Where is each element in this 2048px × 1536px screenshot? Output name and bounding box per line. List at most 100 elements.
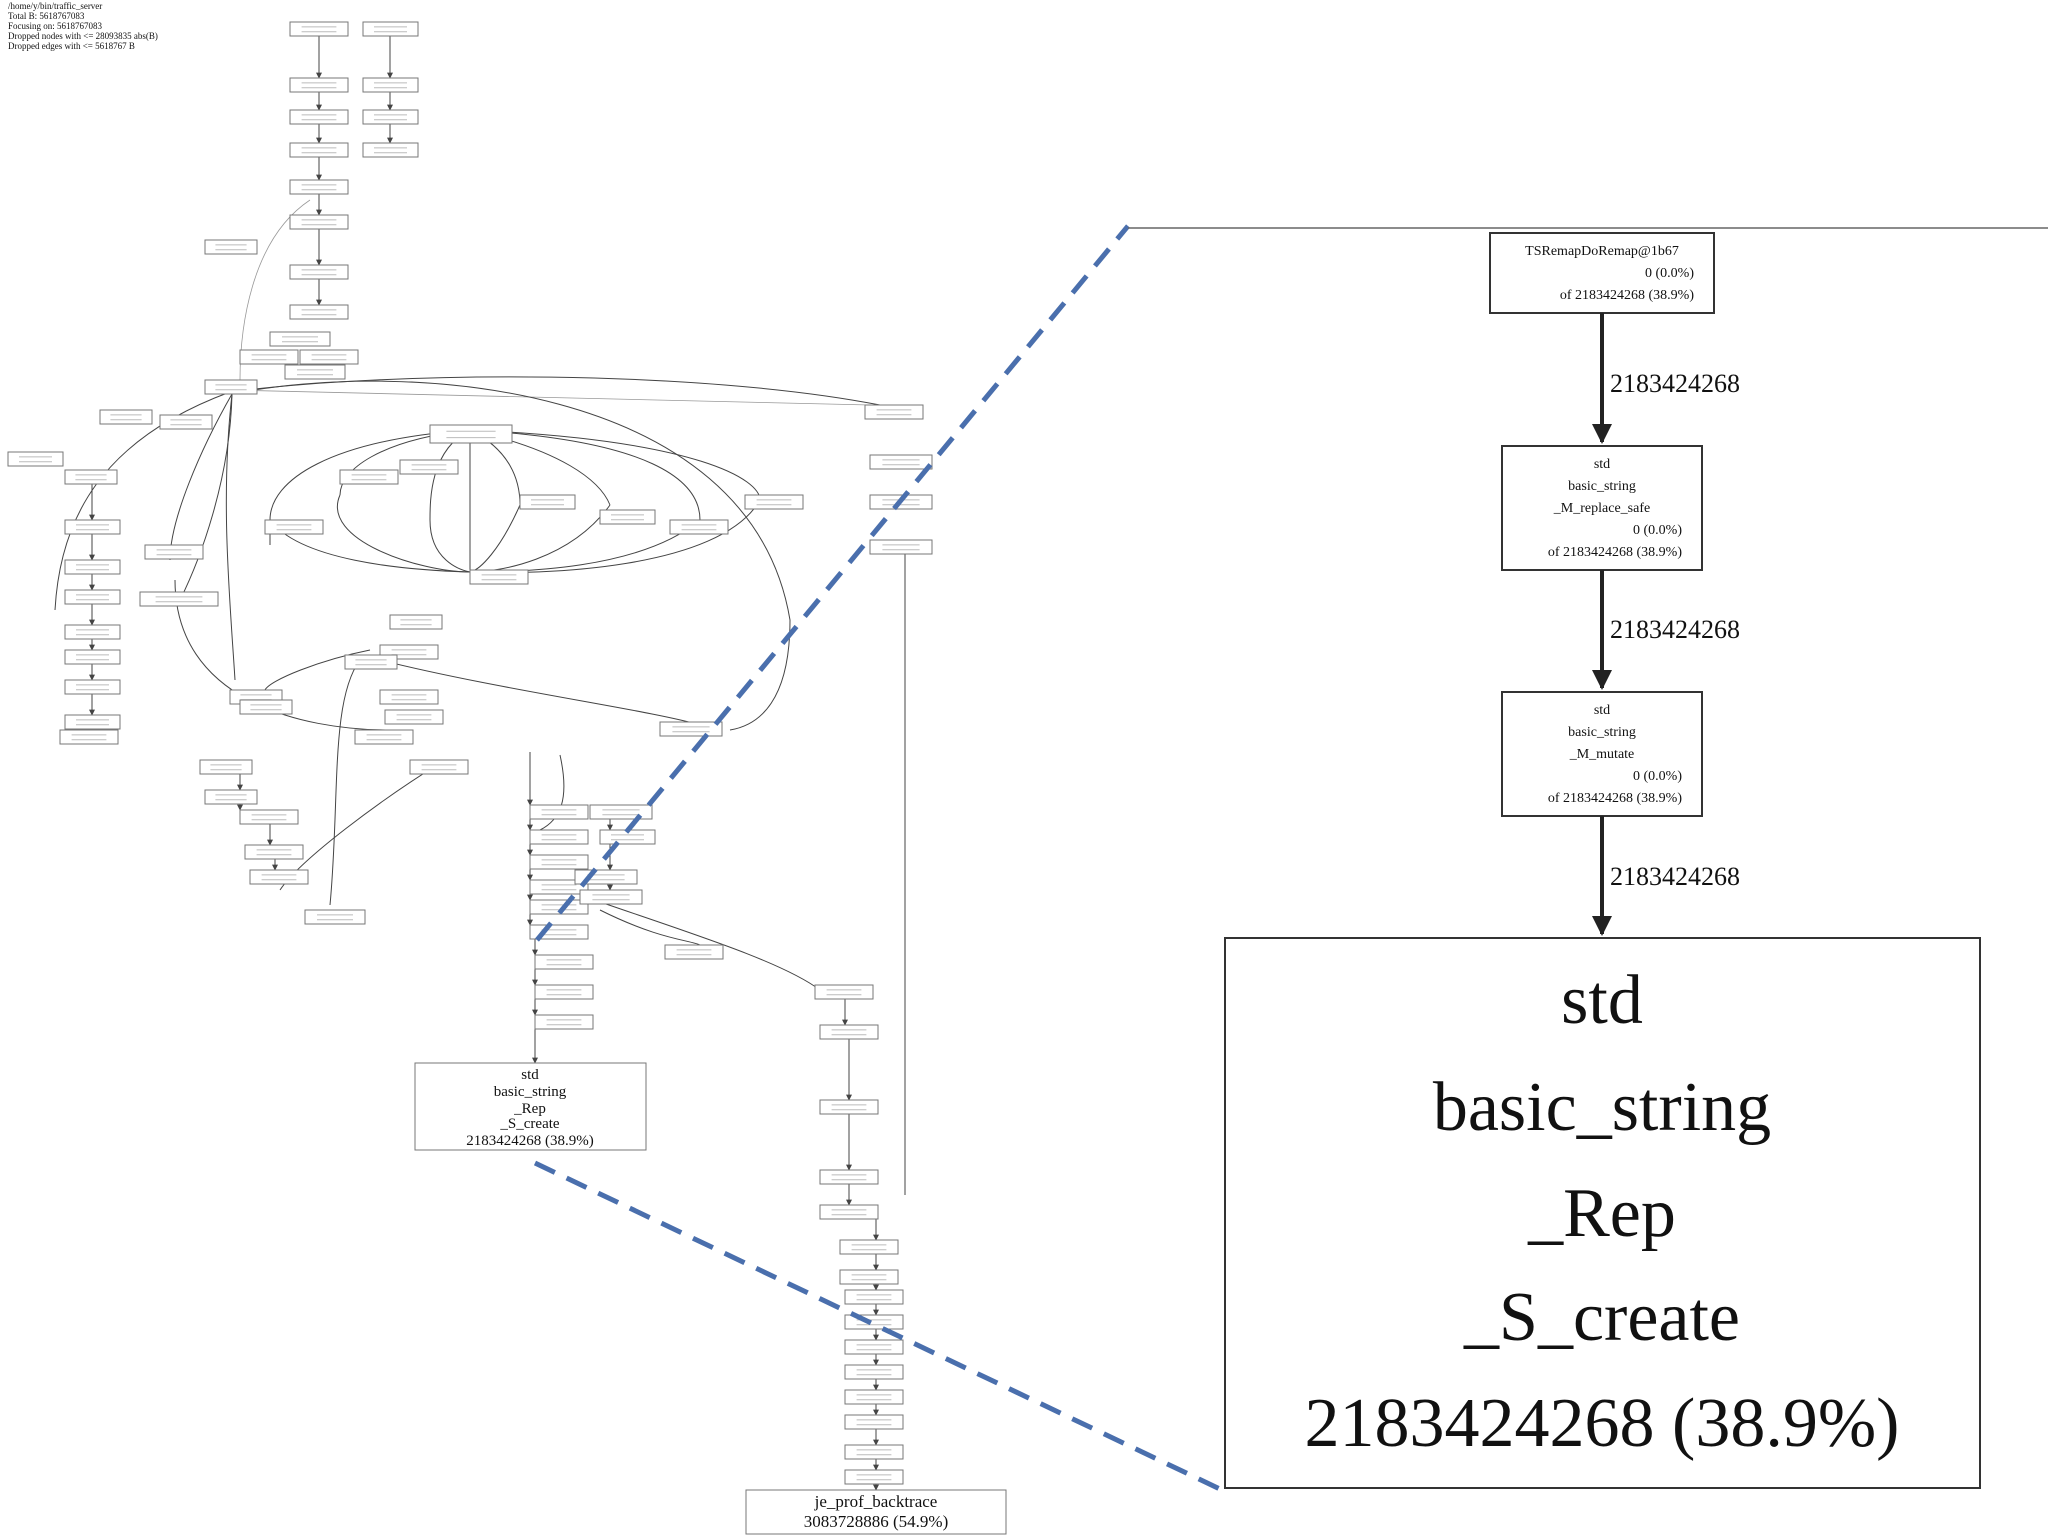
overview-mini-node [362,21,419,37]
overview-mini-node [379,689,439,705]
overview-mini-node [529,804,589,820]
overview-mini-node [529,899,589,915]
zoom-node-line: basic_string [1568,479,1636,494]
overview-mini-node [844,1469,904,1485]
overview-mini-node [239,809,299,825]
zoom-callout-lower [533,1160,1224,1493]
overview-mini-node [429,424,513,444]
overview-mini-node [844,1364,904,1380]
overview-mini-node [64,589,121,605]
overview-mini-node [64,624,121,640]
zoom-edge-label: 2183424268 [1610,369,1740,398]
zoom-big-line: _S_create [1463,1279,1740,1356]
overview-mini-node [269,331,331,347]
overview-mini-node [844,1289,904,1305]
overview-mini-node [819,1169,879,1185]
overview-focus-line: std [521,1067,539,1083]
zoom-edge-label: 2183424268 [1610,862,1740,891]
zoom-node-line: _M_replace_safe [1553,501,1650,516]
overview-mini-node [284,364,346,380]
overview-mini-node [304,909,366,925]
overview-mini-node [534,984,594,1000]
header-line: /home/y/bin/traffic_server [8,1,102,11]
overview-mini-node [844,1339,904,1355]
overview-mini-node [64,469,118,485]
overview-mini-node [864,404,924,420]
overview-root-line: 3083728886 (54.9%) [804,1512,948,1531]
overview-root-node[interactable] [745,1489,1007,1535]
overview-mini-node [839,1269,899,1285]
overview-focus-line: _Rep [513,1101,546,1117]
overview-mini-node [244,844,304,860]
overview-mini-node [289,21,349,37]
zoom-node-line: _M_mutate [1569,747,1635,762]
overview-mini-node [289,77,349,93]
overview-mini-node [529,879,589,895]
overview-mini-node [599,509,656,525]
overview-mini-node [814,984,874,1000]
overview-mini-node [354,729,414,745]
overview-mini-node [839,1239,899,1255]
zoom-node-line: 0 (0.0%) [1633,523,1682,538]
overview-mini-node [64,649,121,665]
overview-focus-node[interactable] [414,1062,647,1151]
overview-mini-node [299,349,359,365]
overview-mini-node [204,239,258,255]
overview-mini-node [664,944,724,960]
header-line: Focusing on: 5618767083 [8,21,103,31]
overview-mini-node [249,869,309,885]
overview-mini-node [534,954,594,970]
overview-mini-node [659,721,723,737]
overview-mini-node [289,264,349,280]
overview-mini-node [339,469,399,485]
overview-mini-node [589,804,653,820]
overview-mini-node [64,519,121,535]
overview-focus-line: _S_create [499,1116,559,1132]
overview-mini-node [529,854,589,870]
overview-mini-node [529,829,589,845]
overview-mini-node [669,519,729,535]
overview-mini-node [362,142,419,158]
zoom-node-line: of 2183424268 (38.9%) [1548,791,1682,806]
overview-nodes [7,21,933,1485]
zoom-node-replace-safe[interactable] [1501,445,1703,571]
header-line: Dropped nodes with <= 28093835 abs(B) [8,31,158,41]
zoom-node-line: 0 (0.0%) [1633,769,1682,784]
overview-mini-node [469,569,529,585]
overview-curved-edges [54,199,906,1195]
header-line: Dropped edges with <= 5618767 B [8,41,135,51]
overview-mini-node [64,679,121,695]
zoom-big-line: _Rep [1527,1175,1676,1252]
overview-focus-line: basic_string [494,1084,567,1100]
overview-mini-node [239,699,293,715]
zoom-callout-lines [533,224,1224,1493]
zoom-node-line: basic_string [1568,725,1636,740]
overview-mini-node [844,1414,904,1430]
overview-mini-node [362,109,419,125]
zoom-node-mutate[interactable] [1501,691,1703,817]
overview-root-line: je_prof_backtrace [814,1492,938,1511]
overview-mini-node [869,539,933,555]
overview-mini-node [199,759,253,775]
overview-mini-node [144,544,204,560]
overview-mini-node [389,614,443,630]
overview-mini-node [519,494,576,510]
zoom-node-line: 0 (0.0%) [1645,266,1694,281]
overview-mini-node [204,379,258,395]
overview-mini-node [239,349,299,365]
overview-mini-node [534,1014,594,1030]
overview-mini-node [844,1389,904,1405]
zoom-node-line: of 2183424268 (38.9%) [1560,288,1694,303]
zoom-panel: TSRemapDoRemap@1b67 0 (0.0%) of 21834242… [1128,227,2048,1489]
overview-mini-node [844,1444,904,1460]
overview-mini-node [869,454,933,470]
overview-mini-node [264,519,324,535]
zoom-node-s-create[interactable] [1224,937,1981,1489]
overview-graph: std basic_string _Rep _S_create 21834242… [7,21,1007,1535]
overview-mini-node [744,494,804,510]
zoom-node-tsremap[interactable] [1489,232,1715,314]
overview-mini-node [409,759,469,775]
zoom-node-line: std [1594,703,1610,718]
zoom-node-line: TSRemapDoRemap@1b67 [1525,244,1679,259]
